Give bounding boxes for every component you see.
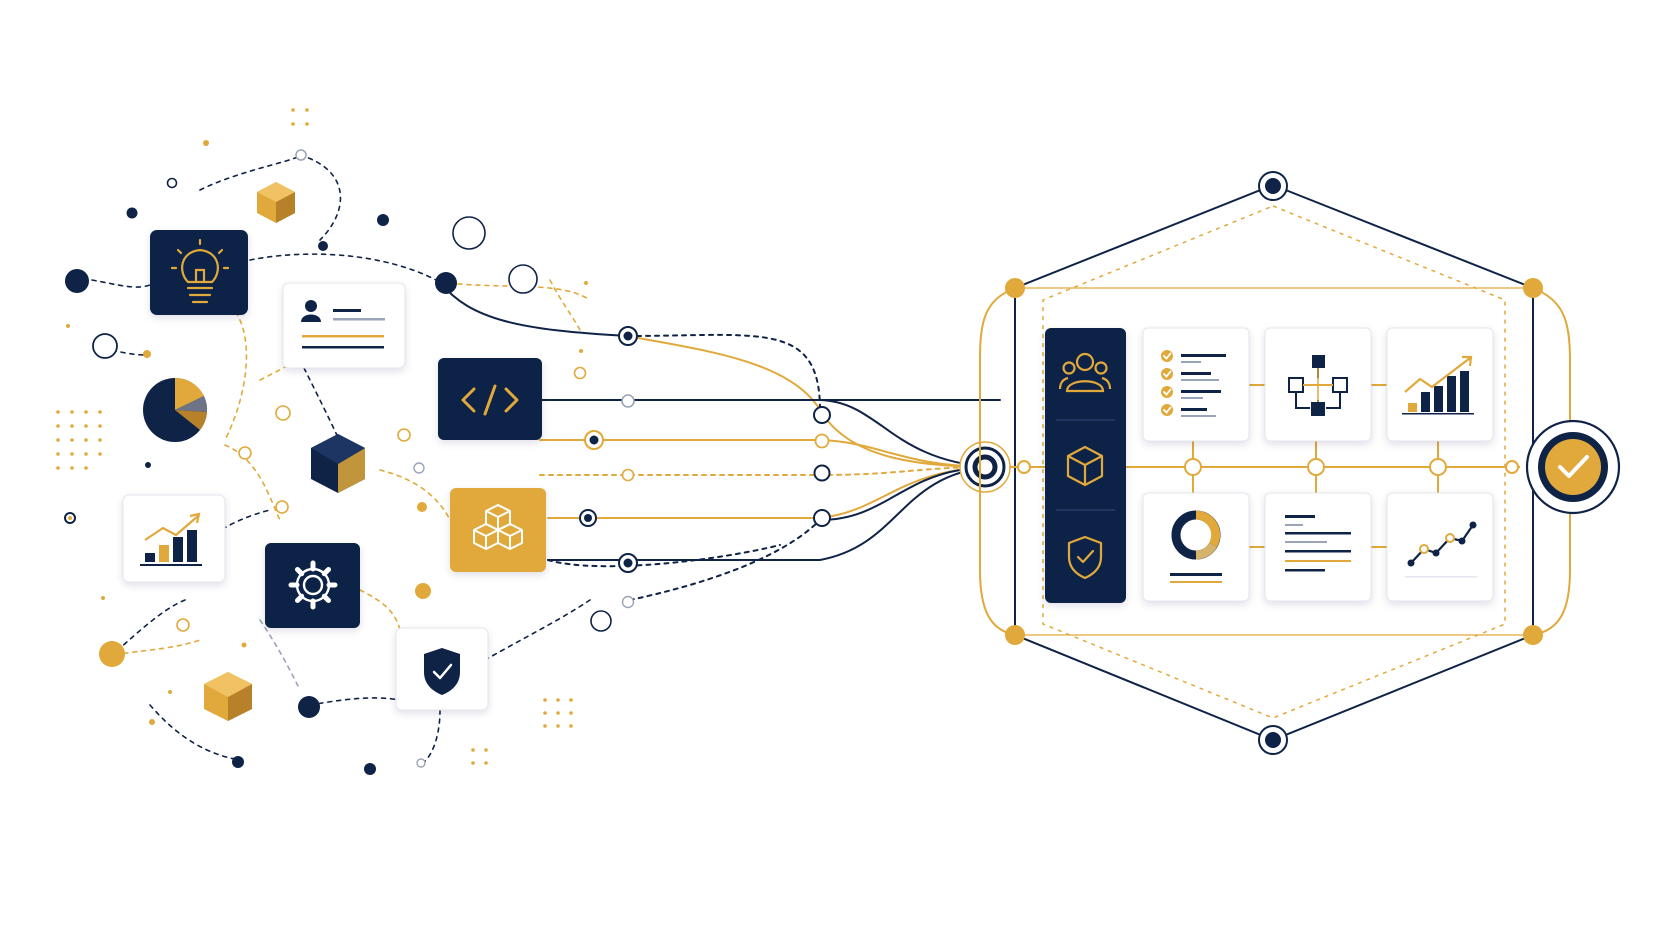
flow-node [813,464,831,482]
gold-cube-top [257,182,295,223]
flowchart-icon [1288,355,1348,416]
line-chart-icon [1405,521,1477,578]
flow-node [813,406,831,424]
flow-nodes [579,326,831,609]
connector-hub [959,441,1011,493]
dot-grid-left [56,410,102,470]
flow-node [813,509,831,527]
scatter-dots [64,140,612,775]
flow-node [621,394,635,408]
growth-chart-icon [1402,355,1474,415]
gear-card [265,543,360,628]
donut-chart-icon [1170,510,1222,583]
text-document-icon [1285,515,1351,572]
lightbulb-icon [170,238,230,304]
user-profile-card [282,282,406,369]
dot-grid-bottom [471,698,573,765]
flow-node [814,433,830,449]
flow-node [621,595,635,609]
sidebar-dividers [1056,419,1115,511]
lightbulb-card [150,230,248,315]
flow-node [621,468,635,482]
cube-icon [311,434,365,493]
shield-icon [1067,535,1103,580]
team-icon [1058,352,1112,393]
checkmark-badge-icon [1525,419,1621,515]
gear-icon [288,560,338,610]
checklist-icon [1161,350,1226,417]
boxes-icon [473,504,523,550]
hexagon-nodes [1005,171,1543,755]
user-profile-icon [301,300,385,349]
sidebar-cube-icon [1066,445,1104,487]
pie-chart-icon [143,377,208,442]
dot-grid-top [291,108,309,126]
gold-cube-bottom [204,672,252,721]
code-icon [461,384,519,416]
bar-chart-icon [140,512,202,566]
shield-check-icon [424,648,460,695]
